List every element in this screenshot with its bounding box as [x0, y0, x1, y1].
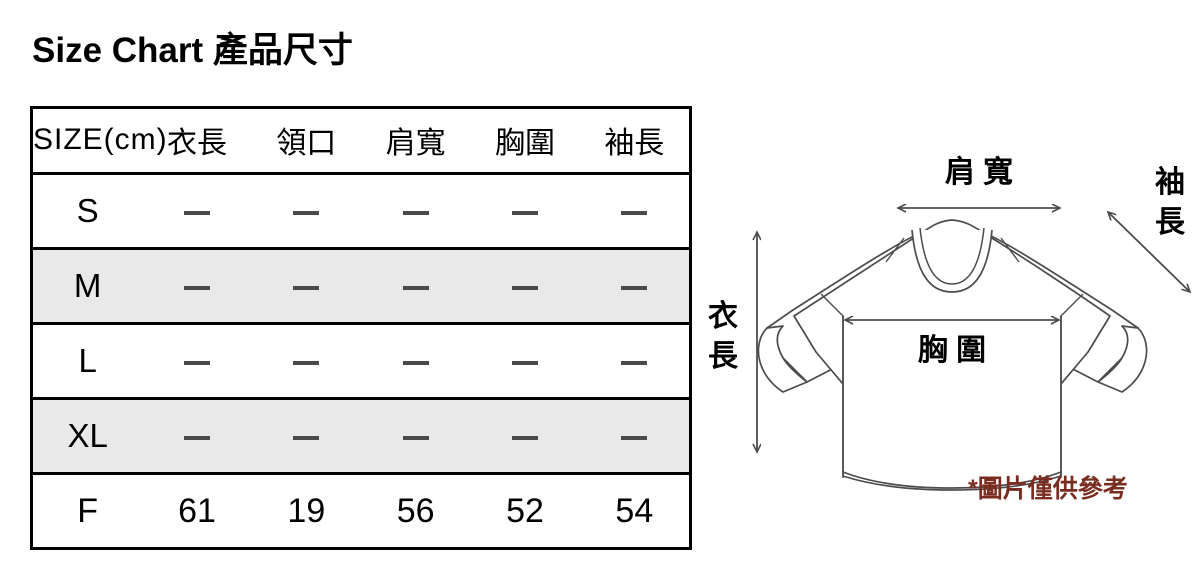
cell-chest — [470, 246, 580, 323]
cell-neck — [251, 396, 361, 473]
sleeve-length-label-char-1: 袖 — [1155, 165, 1185, 199]
column-header-size: SIZE(cm) — [33, 109, 167, 175]
chest-width-label: 胸 圍 — [918, 334, 986, 367]
torso — [793, 219, 1111, 491]
empty-dash — [621, 435, 648, 440]
cell-sleeve: 54 — [579, 471, 689, 548]
empty-dash — [621, 210, 648, 215]
empty-dash — [511, 360, 538, 365]
cell-chest — [470, 321, 580, 398]
table-row: S — [33, 173, 689, 248]
page-title: Size Chart 產品尺寸 — [32, 31, 353, 70]
sleeve-length-measure: 袖 長 — [1108, 165, 1190, 292]
cell-neck — [251, 246, 361, 323]
cell-shoulder: 56 — [360, 471, 471, 548]
cell-sleeve — [579, 246, 689, 323]
size-chart-table: SIZE(cm) 衣長 領口 肩寬 胸圍 袖長 S — [33, 109, 689, 548]
table-row: M — [33, 246, 689, 323]
empty-dash — [183, 285, 210, 290]
row-size-label: S — [76, 191, 99, 229]
column-header-neck: 領口 — [251, 109, 361, 175]
empty-dash — [293, 210, 320, 215]
cell-neck — [252, 173, 361, 248]
empty-dash — [402, 435, 429, 440]
cell-body-length: 61 — [142, 471, 252, 548]
shoulder-width-measure: 肩 寬 — [898, 155, 1060, 208]
cell-body-length — [142, 396, 252, 473]
body-length-measure: 衣 長 — [708, 232, 757, 452]
right-shoulder-seam — [1000, 237, 1020, 263]
cell-body-length — [142, 321, 252, 398]
empty-dash — [402, 210, 429, 215]
left-armhole-seam — [820, 293, 844, 317]
garment-outline — [757, 219, 1148, 491]
right-cuff — [1097, 325, 1148, 393]
table-header-row: SIZE(cm) 衣長 領口 肩寬 胸圍 袖長 — [33, 109, 689, 175]
cell-shoulder — [360, 321, 471, 398]
body-length-label-char-1: 衣 — [708, 300, 738, 333]
neckline-rib — [919, 227, 985, 285]
table-body: S M L — [33, 173, 689, 548]
empty-dash — [183, 210, 210, 215]
cell-sleeve — [579, 321, 689, 398]
cell-sleeve — [580, 173, 689, 248]
empty-dash — [293, 435, 320, 440]
cell-sleeve — [579, 396, 689, 473]
empty-dash — [511, 210, 538, 215]
cell-body-length — [142, 173, 251, 248]
chest-width-measure: 胸 圍 — [845, 320, 1059, 367]
column-header-shoulder: 肩寬 — [360, 109, 471, 175]
left-shoulder-seam — [885, 237, 905, 263]
body-length-label-char-2: 長 — [708, 340, 739, 373]
cell-chest — [470, 173, 579, 248]
cell-neck: 19 — [251, 471, 361, 548]
size-chart-table-container: SIZE(cm) 衣長 領口 肩寬 胸圍 袖長 S — [30, 106, 692, 550]
cell-shoulder — [360, 246, 471, 323]
column-header-chest: 胸圍 — [470, 109, 580, 175]
column-header-body-length: 衣長 — [142, 109, 252, 175]
row-size-label: M — [33, 246, 143, 323]
cell-chest: 52 — [470, 471, 580, 548]
row-size-label: L — [33, 321, 143, 398]
neckline-outer — [911, 229, 993, 293]
row-size-label: F — [33, 471, 143, 548]
empty-dash — [402, 360, 429, 365]
empty-dash — [621, 360, 648, 365]
sleeve-length-arrow — [1108, 212, 1190, 292]
cell-shoulder — [361, 173, 470, 248]
diagram-footnote: *圖片僅供參考 — [968, 475, 1128, 503]
bottom-hem — [842, 471, 1062, 489]
empty-dash — [621, 285, 648, 290]
empty-dash — [511, 285, 538, 290]
right-armhole-seam — [1060, 293, 1084, 317]
table-header: SIZE(cm) 衣長 領口 肩寬 胸圍 袖長 — [33, 109, 689, 175]
table-row: F 61 19 56 52 54 — [33, 471, 689, 548]
empty-dash — [293, 285, 320, 290]
shoulder-width-label: 肩 寬 — [945, 155, 1013, 189]
table-row: XL — [33, 396, 689, 473]
cell-chest — [470, 396, 580, 473]
empty-dash — [183, 360, 210, 365]
row-size-label: XL — [33, 396, 143, 473]
garment-diagram: 肩 寬 胸 圍 衣 長 袖 長 — [690, 120, 1200, 520]
empty-dash — [402, 285, 429, 290]
sleeve-length-label-char-2: 長 — [1155, 206, 1186, 239]
cell-neck — [251, 321, 361, 398]
cell-shoulder — [360, 396, 471, 473]
table-row: L — [33, 321, 689, 398]
cell-body-length — [142, 246, 252, 323]
empty-dash — [511, 435, 538, 440]
column-header-sleeve: 袖長 — [579, 109, 689, 175]
empty-dash — [183, 435, 210, 440]
empty-dash — [293, 360, 320, 365]
